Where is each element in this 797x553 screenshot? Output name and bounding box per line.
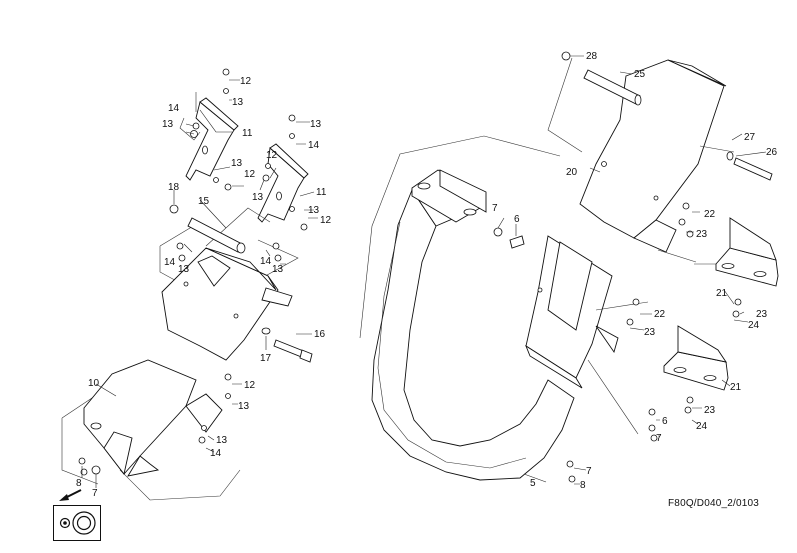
bracket-11-lower: [257, 143, 309, 223]
cover-10: [83, 359, 223, 477]
bracket-21-upper: [715, 217, 779, 287]
callout-label: 7: [92, 488, 98, 499]
callout-label: 13: [238, 401, 250, 412]
callout-label: 13: [272, 264, 284, 275]
callout-label: 23: [756, 309, 768, 320]
callout-label: 24: [696, 421, 708, 432]
callout-label: 13: [162, 119, 174, 130]
callout-label: 14: [260, 256, 272, 267]
callout-label: 17: [260, 353, 272, 364]
callout-label: 11: [316, 187, 327, 198]
callout-label: 12: [240, 76, 252, 87]
belt-clamp: [411, 169, 487, 223]
callout-label: 7: [656, 433, 662, 444]
callout-labels: 12 13 14 13 11 13 12 13 14 12 13 11 13 1…: [76, 51, 778, 499]
housing-upper-left: [161, 247, 293, 361]
callout-label: 13: [232, 97, 244, 108]
callout-label: 15: [198, 196, 210, 207]
callout-label: 23: [704, 405, 716, 416]
right-hardware: [561, 51, 742, 442]
callout-label: 10: [88, 378, 100, 389]
lower-dash: [587, 301, 649, 435]
belt-hardware: [493, 227, 576, 483]
callout-label: 12: [266, 150, 278, 161]
callout-label: 13: [216, 435, 228, 446]
callout-label: 7: [586, 466, 592, 477]
callout-label: 22: [654, 309, 666, 320]
callout-label: 13: [252, 192, 264, 203]
callout-label: 14: [168, 103, 180, 114]
callout-label: 24: [748, 320, 760, 331]
callout-label: 12: [244, 169, 256, 180]
callout-label: 25: [634, 69, 646, 80]
callout-label: 14: [210, 448, 222, 459]
bracket-21-lower: [663, 325, 729, 391]
guide-20: [579, 59, 727, 253]
callout-label: 26: [766, 147, 778, 158]
bolt-16: [273, 339, 313, 363]
rod-25: [583, 69, 642, 106]
callout-label: 13: [310, 119, 322, 130]
callout-label: 13: [308, 205, 320, 216]
washer-17: [261, 327, 271, 335]
callout-label: 14: [308, 140, 320, 151]
bearing-symbol-icon: [53, 505, 101, 541]
callout-label: 8: [580, 480, 586, 491]
callout-label: 6: [662, 416, 668, 427]
callout-label: 28: [586, 51, 598, 62]
callout-label: 14: [164, 257, 176, 268]
callout-label: 23: [696, 229, 708, 240]
drawing-code-label: F80Q/D040_2/0103: [668, 498, 760, 509]
callout-label: 18: [168, 182, 180, 193]
callout-label: 22: [704, 209, 716, 220]
callout-label: 13: [178, 264, 190, 275]
arrow-down-left-icon: [57, 488, 83, 509]
callout-label: 11: [242, 128, 253, 139]
callout-label: 13: [231, 158, 243, 169]
guide-lower: [525, 235, 619, 389]
callout-label: 21: [730, 382, 742, 393]
leader-lines: [81, 55, 767, 488]
callout-label: 7: [492, 203, 498, 214]
shaft-15: [187, 217, 246, 254]
callout-label: 6: [514, 214, 520, 225]
callout-label: 8: [76, 478, 82, 489]
bolt-26: [726, 151, 773, 181]
callout-label: 5: [530, 478, 536, 489]
callout-label: 16: [314, 329, 326, 340]
callout-label: 12: [320, 215, 332, 226]
left-hardware: [78, 68, 308, 476]
callout-label: 23: [644, 327, 656, 338]
callout-label: 12: [244, 380, 256, 391]
callout-label: 27: [744, 132, 756, 143]
callout-label: 21: [716, 288, 728, 299]
right-dash-frames: [547, 57, 735, 265]
callout-label: 20: [566, 167, 578, 178]
bracket-11-upper: [185, 97, 239, 181]
belt-dash-outline: [359, 135, 561, 339]
